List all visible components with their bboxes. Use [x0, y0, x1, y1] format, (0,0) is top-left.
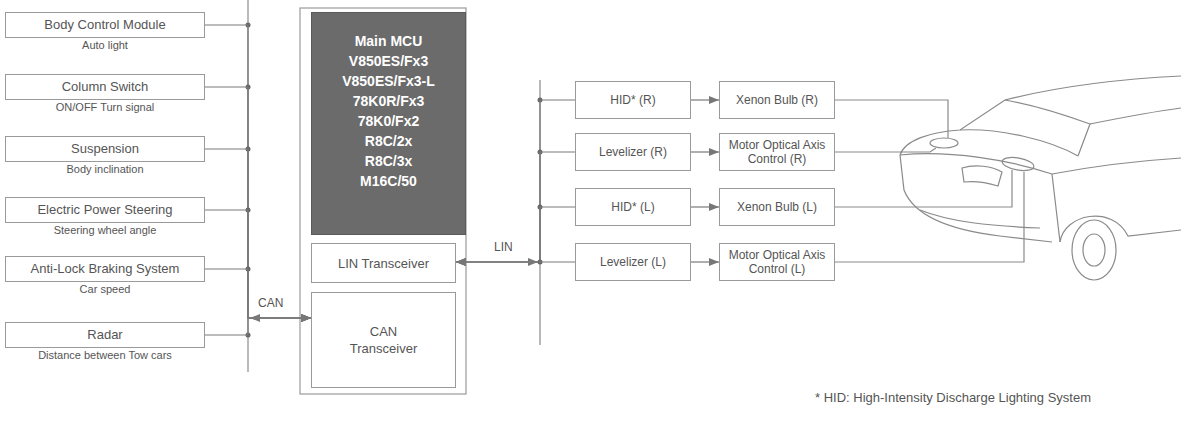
box-title: HID* (L) — [611, 200, 654, 214]
box-title: Anti-Lock Braking System — [31, 261, 180, 277]
car-hub — [1083, 234, 1105, 266]
bus-label: CAN — [258, 296, 283, 310]
box-title: Motor Optical Axis Control (L) — [726, 248, 828, 276]
bus-label: LIN — [494, 240, 513, 254]
connector — [205, 25, 311, 318]
mcu-model: R8C/3x — [312, 151, 465, 171]
car-wheel — [1072, 220, 1116, 280]
connector — [205, 269, 311, 318]
car-grille — [962, 166, 1002, 186]
input-module-box: Electric Power SteeringSteering wheel an… — [5, 197, 205, 223]
connector — [456, 152, 575, 262]
headlight — [1001, 155, 1035, 172]
module-function: Distance between Tow cars — [6, 349, 204, 362]
connector — [205, 210, 311, 318]
mcu-model: 78K0/Fx2 — [312, 111, 465, 131]
box-title: LIN Transceiver — [338, 255, 429, 272]
transceiver-box: LIN Transceiver — [311, 243, 456, 283]
car-fender — [1052, 174, 1060, 242]
leader-line — [835, 148, 936, 152]
module-function: Steering wheel angle — [6, 224, 204, 237]
connector — [691, 261, 719, 262]
connector — [205, 149, 311, 318]
driver-box: Levelizer (L) — [575, 243, 691, 281]
mcu-box: Main MCUV850ES/Fx3V850ES/Fx3-L78K0R/Fx37… — [311, 12, 466, 235]
driver-box: HID* (R) — [575, 81, 691, 119]
car-cowl — [960, 130, 1078, 156]
module-function: Car speed — [6, 283, 204, 296]
mcu-model: R8C/2x — [312, 131, 465, 151]
headlight — [930, 138, 958, 148]
car-hood-line — [900, 154, 1052, 174]
module-function: Body inclination — [6, 163, 204, 176]
box-title: Main MCU — [312, 31, 465, 51]
driver-box: HID* (L) — [575, 188, 691, 226]
mcu-model: M16C/50 — [312, 171, 465, 191]
mcu-model: V850ES/Fx3-L — [312, 71, 465, 91]
box-title: Xenon Bulb (R) — [736, 93, 818, 107]
box-title: Suspension — [71, 141, 139, 157]
input-module-box: Anti-Lock Braking SystemCar speed — [5, 256, 205, 282]
actuator-box: Motor Optical Axis Control (R) — [719, 133, 835, 171]
leader-line — [835, 100, 948, 138]
connector — [691, 99, 719, 100]
box-title: Electric Power Steering — [37, 202, 172, 218]
actuator-box: Xenon Bulb (R) — [719, 81, 835, 119]
mcu-model: V850ES/Fx3 — [312, 51, 465, 71]
driver-box: Levelizer (R) — [575, 133, 691, 171]
connector — [691, 151, 719, 152]
connector — [456, 100, 575, 262]
box-title: Motor Optical Axis Control (R) — [726, 138, 828, 166]
mcu-model: 78K0R/Fx3 — [312, 91, 465, 111]
car-windshield — [1005, 100, 1090, 156]
connector — [691, 206, 719, 207]
box-title: Levelizer (L) — [600, 255, 666, 269]
actuator-box: Motor Optical Axis Control (L) — [719, 243, 835, 281]
connector — [456, 261, 575, 262]
box-title: HID* (R) — [610, 93, 655, 107]
box-title: Levelizer (R) — [599, 145, 667, 159]
box-title: Body Control Module — [44, 17, 165, 33]
car-side-line — [1052, 158, 1181, 174]
input-module-box: RadarDistance between Tow cars — [5, 322, 205, 348]
footnote: * HID: High-Intensity Discharge Lighting… — [815, 390, 1091, 405]
box-title: Radar — [87, 327, 122, 343]
actuator-box: Xenon Bulb (L) — [719, 188, 835, 226]
car-window-line — [1090, 108, 1181, 124]
car-front-face — [900, 155, 1052, 242]
input-module-box: Body Control ModuleAuto light — [5, 12, 205, 38]
transceiver-box: CAN Transceiver — [311, 292, 456, 388]
box-title: Column Switch — [62, 79, 149, 95]
car-roofline — [900, 76, 1181, 155]
leader-line — [835, 170, 1012, 207]
box-title: CAN Transceiver — [339, 323, 429, 357]
ecu-housing — [300, 8, 466, 394]
car-bumper-line — [920, 210, 1040, 228]
box-title: Xenon Bulb (L) — [737, 200, 817, 214]
module-function: Auto light — [6, 39, 204, 52]
module-function: ON/OFF Turn signal — [6, 101, 204, 114]
input-module-box: Column SwitchON/OFF Turn signal — [5, 74, 205, 100]
car-illustration — [900, 76, 1181, 280]
input-module-box: SuspensionBody inclination — [5, 136, 205, 162]
connector — [205, 87, 311, 318]
connector — [456, 207, 575, 262]
connector — [205, 318, 311, 335]
